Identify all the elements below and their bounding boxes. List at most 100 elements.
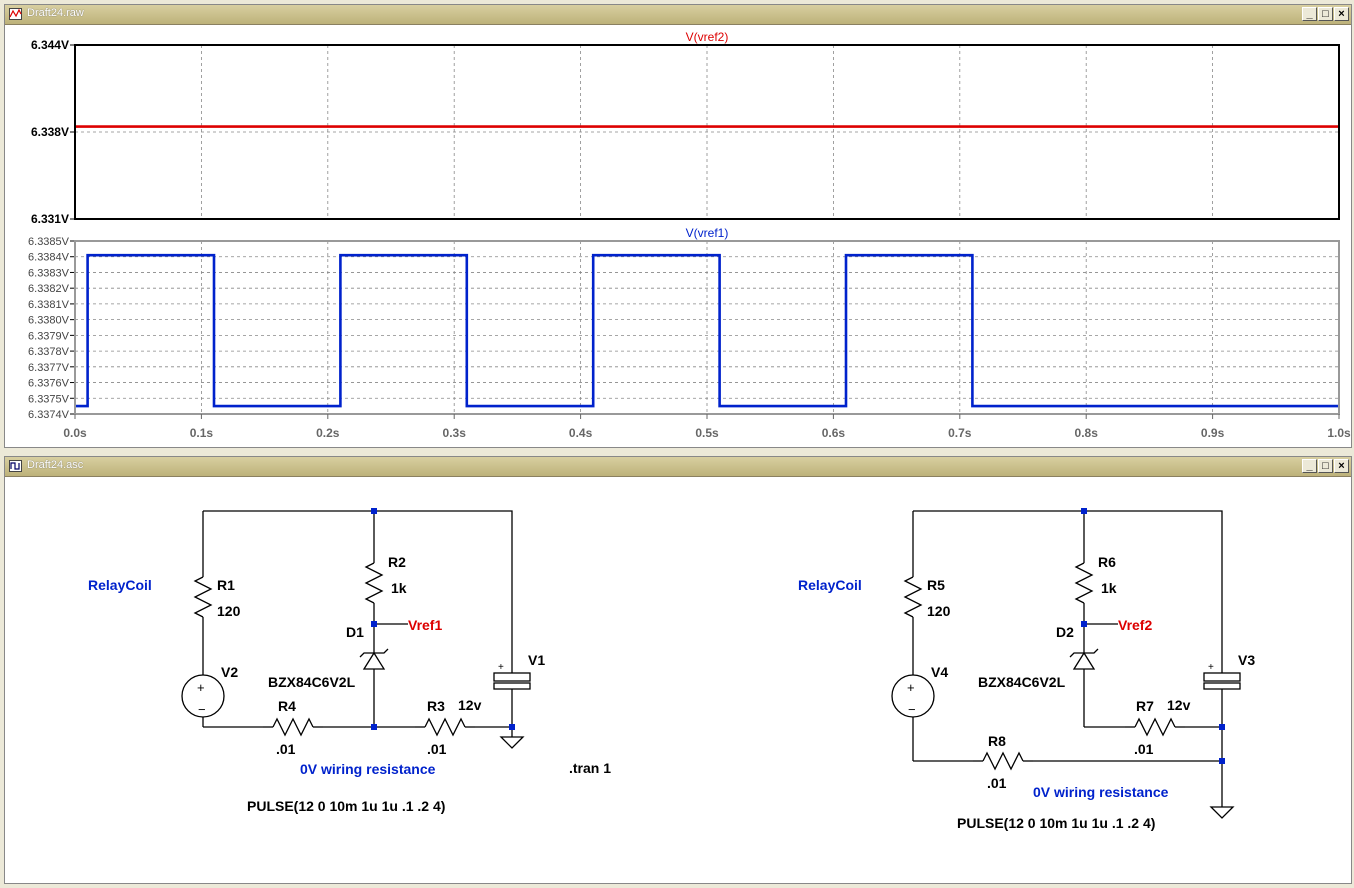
x-tick-label: 0.9s [1201, 426, 1225, 440]
r3-label: R3 [427, 698, 445, 714]
schematic-title: Draft24.asc [27, 459, 84, 471]
plot-pane-border [74, 44, 1340, 220]
y-tick-label: 6.3384V [28, 252, 70, 264]
zener-diode-d2[interactable] [1069, 647, 1099, 691]
v1-label: V1 [528, 652, 545, 668]
r6-value: 1k [1101, 580, 1117, 596]
r7-value: .01 [1134, 741, 1154, 757]
junctions-left [371, 508, 515, 730]
r4-label: R4 [278, 698, 296, 714]
zener-diode-d1[interactable] [359, 647, 389, 691]
pin-plus: + [197, 680, 205, 695]
trace-vvref1[interactable] [75, 253, 1339, 408]
waveform-titlebar[interactable]: Draft24.raw _ □ × [5, 5, 1351, 25]
r1-value: 120 [217, 603, 241, 619]
resistor-r4[interactable] [262, 718, 324, 736]
r7-label: R7 [1136, 698, 1154, 714]
d1-model: BZX84C6V2L [268, 674, 356, 690]
resistor-r7[interactable] [1124, 718, 1186, 736]
x-tick-label: 0.7s [948, 426, 972, 440]
r2-label: R2 [388, 554, 406, 570]
r8-value: .01 [987, 775, 1007, 791]
d1-label: D1 [346, 624, 364, 640]
r6-label: R6 [1098, 554, 1116, 570]
d2-label: D2 [1056, 624, 1074, 640]
r2-value: 1k [391, 580, 407, 596]
x-tick-label: 0.8s [1075, 426, 1099, 440]
comment-wiring-resistance: 0V wiring resistance [1033, 784, 1169, 800]
v4-pulse: PULSE(12 0 10m 1u 1u .1 .2 4) [957, 815, 1155, 831]
maximize-button[interactable]: □ [1318, 7, 1333, 21]
y-tick-label: 6.3378V [28, 346, 70, 358]
pin-minus: − [908, 702, 916, 717]
resistor-r6[interactable] [1075, 554, 1093, 612]
minimize-button[interactable]: _ [1302, 459, 1317, 473]
schematic-window: Draft24.asc _ □ × [4, 456, 1352, 884]
resistor-r8[interactable] [972, 752, 1034, 770]
waveform-plot-area[interactable]: 6.344V 6.338V 6.331V V(vref2) 6.3385V 6.3384V… [5, 25, 1351, 447]
r5-value: 120 [927, 603, 951, 619]
junctions-right [1081, 508, 1225, 764]
net-vref2: Vref2 [1118, 617, 1152, 633]
x-tick-label: 0.0s [63, 426, 87, 440]
waveform-title: Draft24.raw [27, 7, 84, 19]
voltage-source-v2[interactable] [181, 674, 225, 718]
y-tick-label: 6.3377V [28, 362, 70, 374]
x-tick-label: 1.0s [1327, 426, 1351, 440]
r5-label: R5 [927, 577, 945, 593]
trace-title: V(vref1) [686, 226, 729, 240]
resistor-r2[interactable] [365, 554, 383, 612]
maximize-button[interactable]: □ [1318, 459, 1333, 473]
waveform-plots[interactable]: 6.344V 6.338V 6.331V V(vref2) 6.3385V 6.3384V… [5, 25, 1351, 447]
v1-value: 12v [458, 697, 482, 713]
right-circuit [912, 510, 1223, 799]
resistor-r5[interactable] [904, 568, 922, 626]
waveform-icon [9, 8, 22, 20]
r4-value: .01 [276, 741, 296, 757]
ground-symbol [1210, 798, 1234, 819]
pin-plus: + [498, 662, 504, 673]
y-tick-label: 6.331V [31, 212, 69, 226]
y-tick-label: 6.3385V [28, 236, 70, 248]
v2-label: V2 [221, 664, 238, 680]
pin-plus: + [907, 680, 915, 695]
schematic-drawing[interactable]: + − + RelayCoil R1 120 R2 1k [5, 477, 1351, 883]
v4-label: V4 [931, 664, 948, 680]
battery-v1[interactable] [493, 665, 531, 695]
close-button[interactable]: × [1334, 459, 1349, 473]
ground-symbol [500, 728, 524, 749]
left-circuit [202, 510, 513, 728]
y-tick-label: 6.3380V [28, 315, 70, 327]
y-tick-label: 6.338V [31, 125, 69, 139]
y-tick-label: 6.3382V [28, 283, 70, 295]
pin-plus: + [1208, 662, 1214, 673]
waveform-window: Draft24.raw _ □ × 6.344V 6.338V 6.331V V(vr… [4, 4, 1352, 448]
close-button[interactable]: × [1334, 7, 1349, 21]
x-tick-label: 0.3s [443, 426, 467, 440]
resistor-r3[interactable] [414, 718, 476, 736]
schematic-canvas[interactable]: + − + RelayCoil R1 120 R2 1k [5, 477, 1351, 883]
v3-value: 12v [1167, 697, 1191, 713]
v2-pulse: PULSE(12 0 10m 1u 1u .1 .2 4) [247, 798, 445, 814]
minimize-button[interactable]: _ [1302, 7, 1317, 21]
x-tick-label: 0.6s [822, 426, 846, 440]
x-tick-label: 0.4s [569, 426, 593, 440]
comment-relaycoil: RelayCoil [88, 577, 152, 593]
d2-model: BZX84C6V2L [978, 674, 1066, 690]
x-tick-label: 0.1s [190, 426, 214, 440]
trace-title: V(vref2) [686, 30, 729, 44]
y-tick-label: 6.344V [31, 38, 69, 52]
schematic-titlebar[interactable]: Draft24.asc _ □ × [5, 457, 1351, 477]
y-tick-label: 6.3374V [28, 409, 70, 421]
x-tick-label: 0.2s [316, 426, 340, 440]
voltage-source-v4[interactable] [891, 674, 935, 718]
battery-v3[interactable] [1203, 665, 1241, 695]
r8-label: R8 [988, 733, 1006, 749]
y-tick-label: 6.3376V [28, 378, 70, 390]
resistor-r1[interactable] [194, 568, 212, 626]
y-tick-label: 6.3381V [28, 299, 70, 311]
schematic-icon [9, 460, 22, 472]
net-vref1: Vref1 [408, 617, 442, 633]
y-tick-label: 6.3379V [28, 330, 70, 342]
comment-wiring-resistance: 0V wiring resistance [300, 761, 436, 777]
